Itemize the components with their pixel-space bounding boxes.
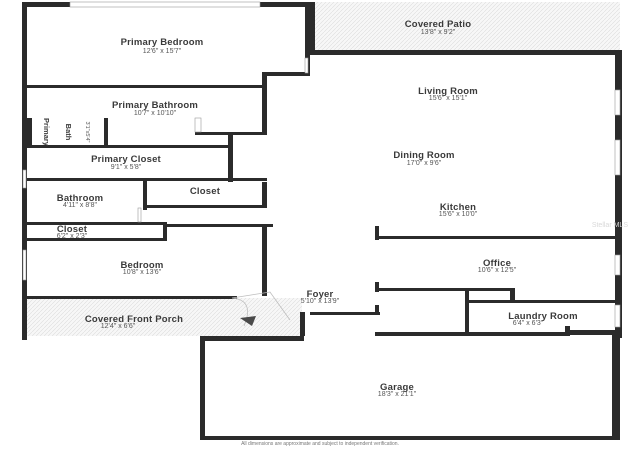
garage-dims: 18'3" x 21'1"	[378, 391, 417, 398]
bathroom-dims: 4'11" x 8'8"	[63, 202, 97, 209]
bedroom-dims: 10'8" x 13'6"	[123, 269, 162, 276]
foyer-name: Foyer	[307, 289, 334, 300]
laundry-room-name: Laundry Room	[508, 311, 577, 322]
garage-name: Garage	[380, 382, 414, 393]
primary-closet-name: Primary Closet	[91, 154, 161, 165]
primary-bath-closet-line2: Bath	[64, 124, 73, 141]
covered-patio-dims: 13'8" x 9'2"	[421, 29, 456, 36]
disclaimer-footer: All dimensions are approximate and subje…	[241, 441, 399, 447]
closet-mid-name: Closet	[190, 186, 221, 197]
kitchen-name: Kitchen	[440, 202, 476, 213]
kitchen-dims: 15'6" x 10'0"	[439, 211, 478, 218]
doors	[231, 291, 291, 327]
dining-room-name: Dining Room	[393, 150, 454, 161]
exterior-walls	[22, 2, 622, 440]
dining-room-dims: 17'0" x 9'6"	[407, 160, 442, 167]
watermark-text: Stellar MLS	[591, 222, 628, 229]
covered-front-porch-area	[26, 298, 302, 336]
covered-patio-area	[314, 2, 620, 52]
interior-walls	[27, 72, 615, 336]
living-room-dims: 15'6" x 15'1"	[429, 95, 468, 102]
closet-small-name: Closet	[57, 224, 88, 235]
living-room-name: Living Room	[418, 86, 478, 97]
primary-bath-closet-label: Primary Bath 3'1"x5'4"	[42, 118, 90, 147]
primary-bathroom-name: Primary Bathroom	[112, 100, 198, 111]
primary-bath-closet-line1: Primary	[42, 118, 51, 147]
primary-closet-dims: 9'1" x 5'8"	[111, 164, 142, 171]
entry-arrow-icon	[240, 316, 256, 326]
windows	[22, 1, 621, 328]
primary-bedroom-name: Primary Bedroom	[121, 37, 204, 48]
bathroom-name: Bathroom	[57, 193, 103, 204]
bedroom-name: Bedroom	[120, 260, 163, 271]
foyer-dims: 5'10" x 13'9"	[301, 298, 340, 305]
covered-front-porch-dims: 12'4" x 6'6"	[101, 323, 136, 330]
office-dims: 10'6" x 12'5"	[478, 267, 517, 274]
covered-front-porch-name: Covered Front Porch	[85, 314, 183, 325]
office-name: Office	[483, 258, 511, 269]
covered-patio-name: Covered Patio	[405, 19, 471, 30]
room-labels: Covered Patio 13'8" x 9'2" Primary Bedro…	[42, 19, 578, 398]
primary-bath-closet-dims: 3'1"x5'4"	[84, 122, 90, 143]
primary-bedroom-dims: 12'6" x 15'7"	[143, 48, 182, 55]
laundry-room-dims: 6'4" x 6'3"	[513, 320, 544, 327]
primary-bathroom-dims: 10'7" x 10'10"	[134, 110, 177, 117]
closet-small-dims: 6'2" x 2'3"	[57, 233, 88, 240]
